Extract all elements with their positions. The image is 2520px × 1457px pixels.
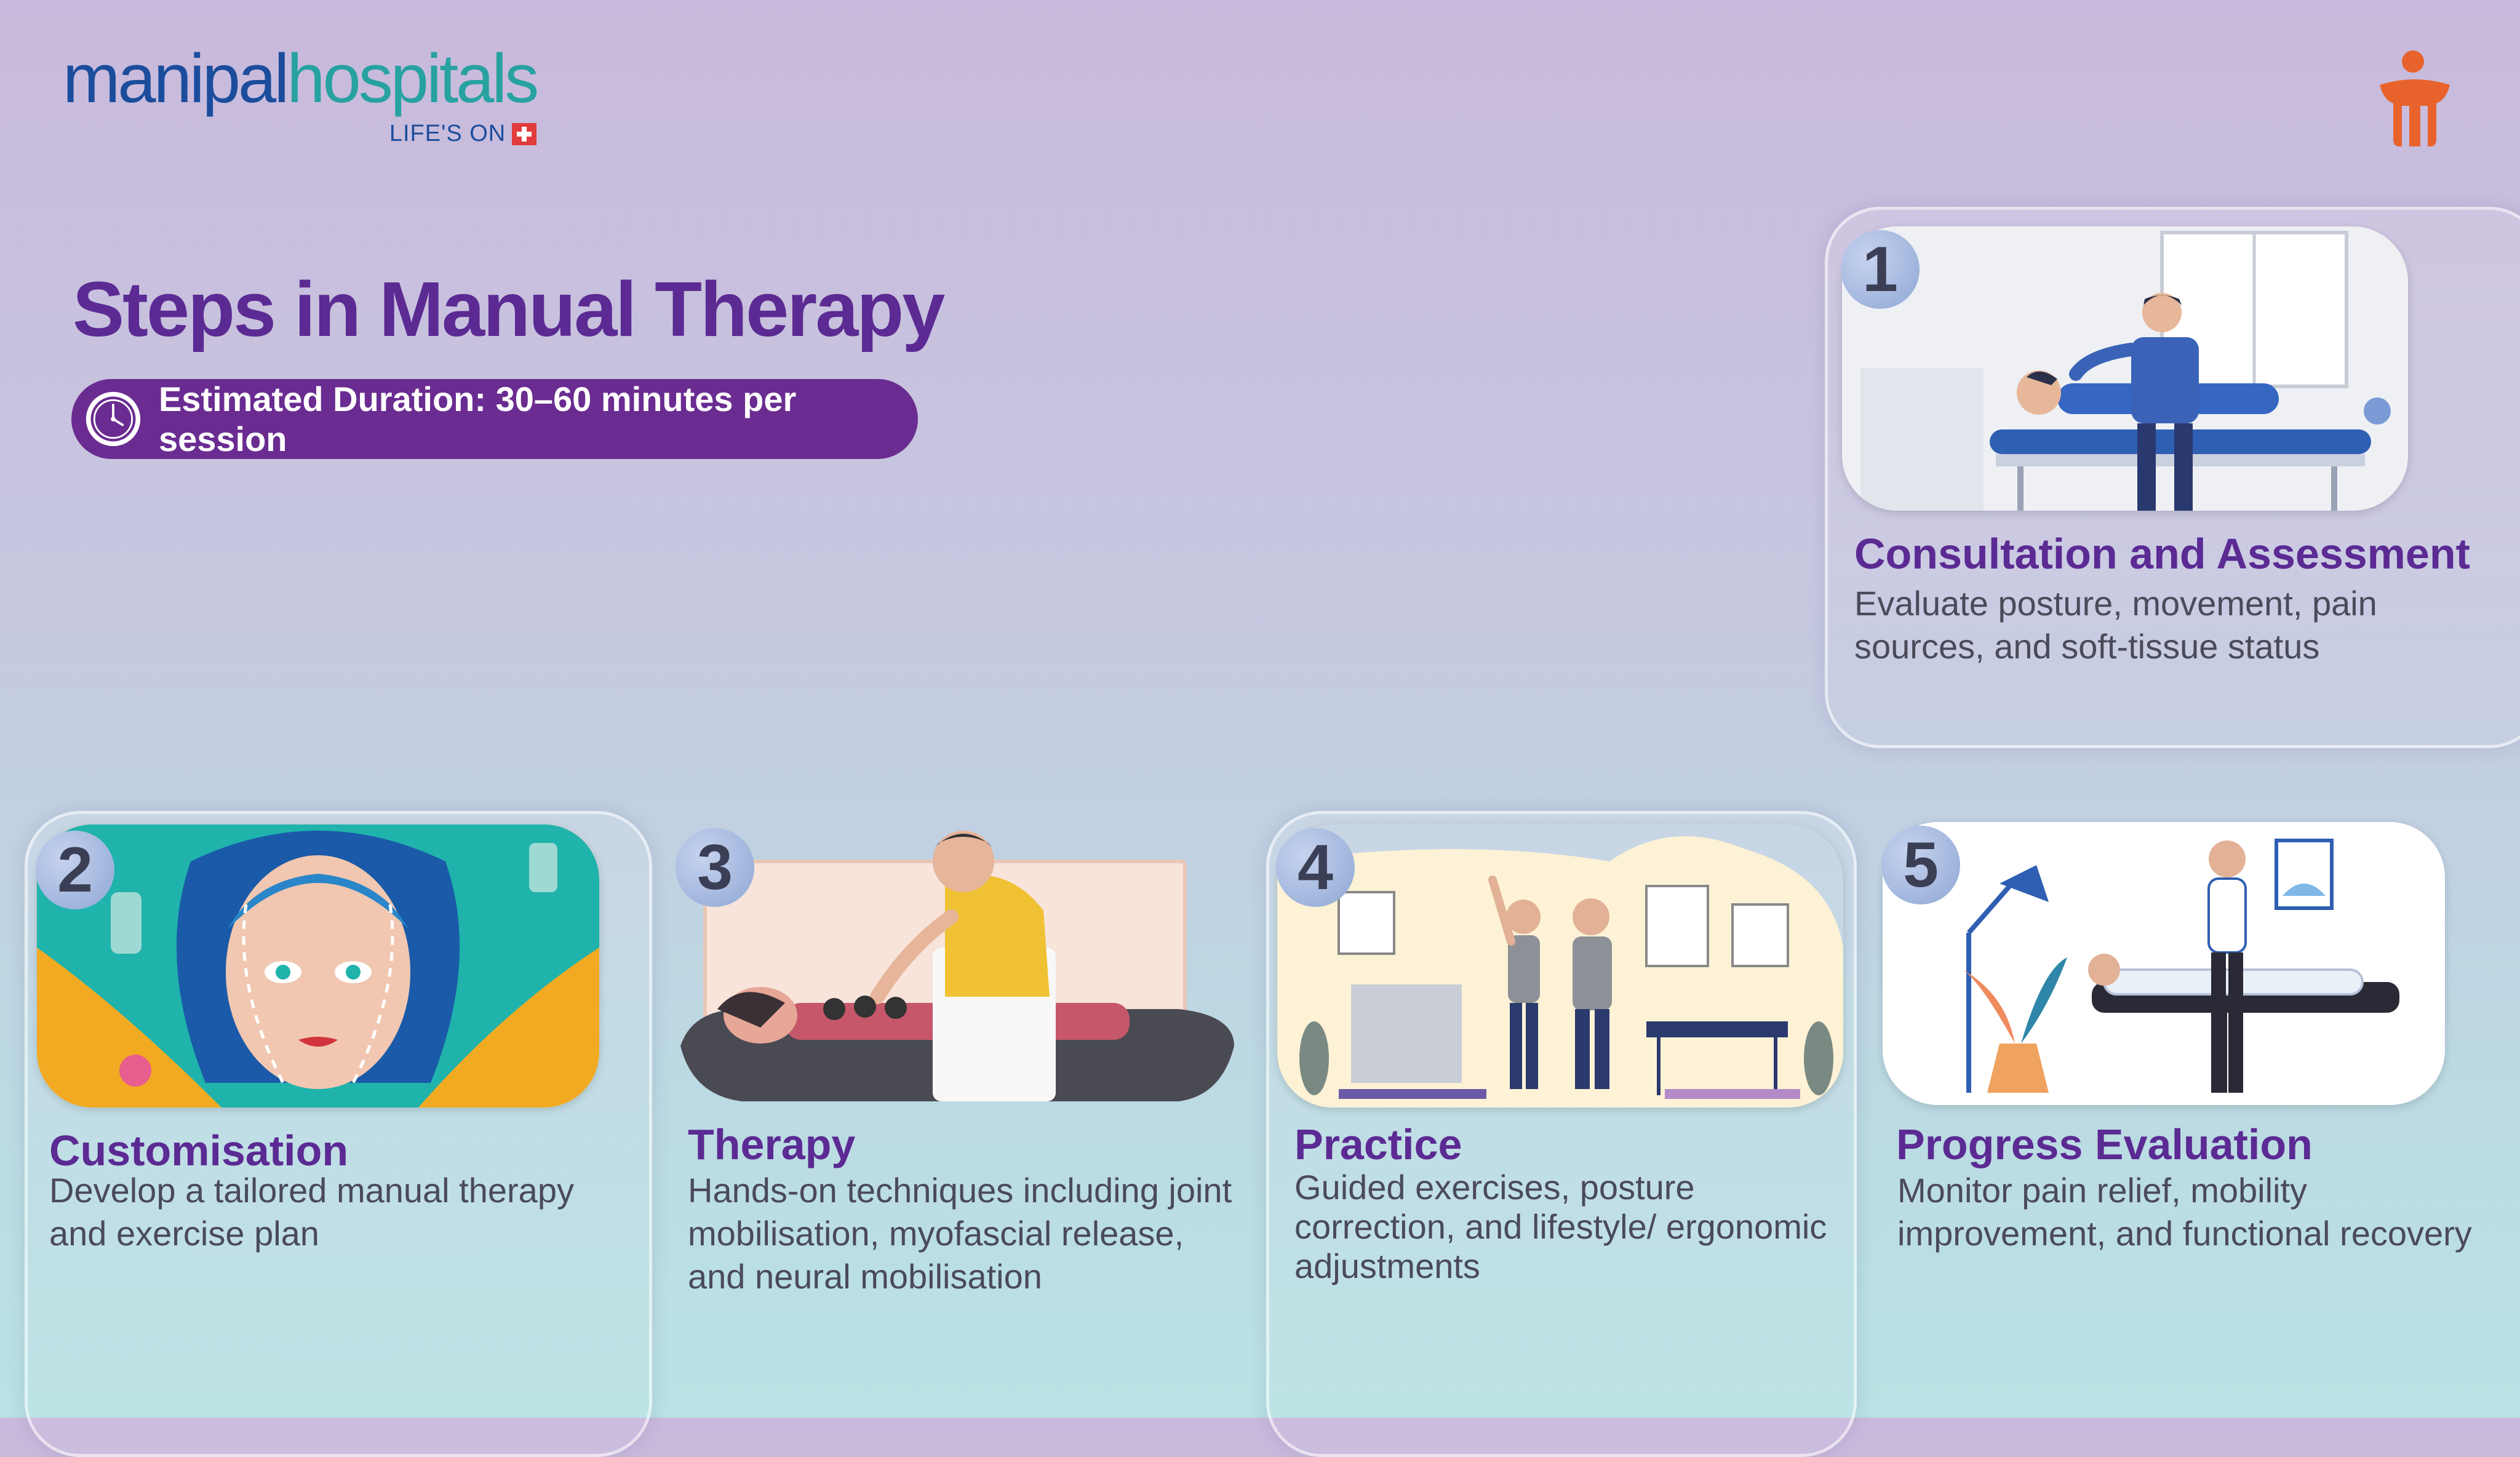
step-image-therapy — [674, 824, 1240, 1108]
step-number-badge: 3 — [676, 828, 754, 907]
step-description-customisation: Develop a tailored manual therapy and ex… — [49, 1171, 574, 1253]
step-number-badge: 1 — [1841, 230, 1920, 309]
step-title-practice: Practice — [1294, 1120, 1462, 1168]
step-title-progress-evaluation: Progress Evaluation — [1896, 1120, 2313, 1168]
step-image-progress-evaluation — [1883, 822, 2445, 1105]
logo-word-manipal: manipal — [63, 40, 289, 117]
manipal-hospitals-logo: manipalhospitals LIFE'S ON — [63, 44, 539, 147]
step-image-practice — [1277, 824, 1843, 1108]
step-number-badge: 5 — [1881, 826, 1960, 904]
step-description-progress-evaluation: Monitor pain relief, mobility improvemen… — [1897, 1171, 2472, 1253]
step-description-consultation: Evaluate posture, movement, pain sources… — [1854, 584, 2377, 666]
step-description-practice: Guided exercises, posture correction, an… — [1294, 1168, 1827, 1285]
page-title: Steps in Manual Therapy — [73, 266, 945, 353]
step-title-therapy: Therapy — [688, 1120, 856, 1168]
logo-tagline: LIFE'S ON — [389, 121, 506, 146]
red-cross-icon — [512, 122, 537, 145]
step-image-customisation — [37, 824, 599, 1108]
step-description-therapy: Hands-on techniques including joint mobi… — [688, 1171, 1232, 1296]
step-title-customisation: Customisation — [49, 1127, 349, 1175]
duration-text: Estimated Duration: 30–60 minutes per se… — [158, 380, 797, 458]
step-number-badge: 2 — [36, 831, 114, 909]
step-image-consultation — [1842, 226, 2408, 511]
logo-word-hospitals: hospitals — [287, 40, 539, 117]
step-title-consultation: Consultation and Assessment — [1854, 530, 2470, 578]
duration-badge: Estimated Duration: 30–60 minutes per se… — [71, 379, 918, 459]
step-number-badge: 4 — [1276, 828, 1355, 907]
clock-icon — [86, 391, 141, 447]
manipal-brand-mark-icon — [2380, 50, 2450, 146]
